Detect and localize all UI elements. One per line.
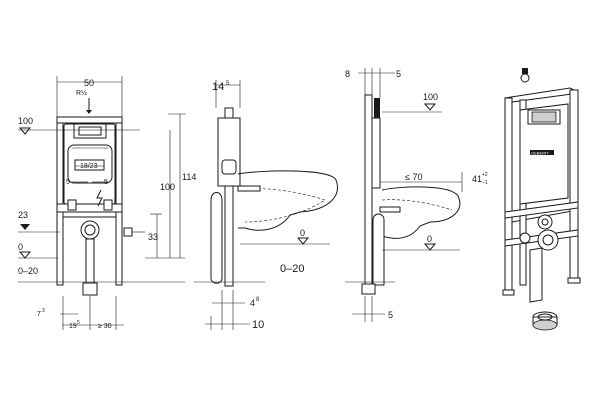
side-view: 14 5 0 0–20 4 8 10 <box>194 80 338 331</box>
frame-height-label: 100 <box>160 182 175 192</box>
depth-bottom-label: 4 <box>250 298 255 308</box>
bottom-dim-label: 5 <box>388 310 393 320</box>
offset-small-label: 7 <box>37 311 41 318</box>
top-level-2-label: 100 <box>423 92 438 102</box>
front-view: 50 R½ 18/23 5 5 <box>18 76 196 330</box>
iso-view: GEBERIT <box>502 68 581 331</box>
floor-level-label: 0 <box>18 242 23 252</box>
width-label: 50 <box>84 78 94 88</box>
stud-spacing-label: 18/23 <box>80 163 98 170</box>
dim-right-label: 5 <box>396 69 401 79</box>
dim-left-label: 8 <box>345 69 350 79</box>
side-view-2: 8 5 100 ≤ 70 41 +2 −1 0 <box>345 68 488 322</box>
total-height-label: 114 <box>182 172 196 182</box>
depth-bottom-sup: 8 <box>256 297 260 303</box>
spacing-left-label: 5 <box>66 179 70 186</box>
depth-total-label: 10 <box>252 319 264 331</box>
offset-drain-label: 19 <box>69 323 77 330</box>
max-reach-label: ≤ 70 <box>405 172 422 182</box>
inlet-level-label: 23 <box>18 210 28 220</box>
bowl-height-label: 41 <box>472 174 482 184</box>
side-floor-level-label: 0 <box>300 228 305 238</box>
brand-label: GEBERIT <box>531 151 549 156</box>
thread-label: R½ <box>76 89 87 97</box>
side2-floor-level-label: 0 <box>427 234 432 244</box>
offset-drain-sup: 5 <box>77 320 80 326</box>
offset-min-label: ≥ 30 <box>98 323 112 330</box>
bowl-tol-minus: −1 <box>482 180 488 186</box>
side-floor-range-label: 0–20 <box>280 263 304 275</box>
depth-top-sup: 5 <box>226 81 230 87</box>
offset-small-sup: 3 <box>42 308 45 314</box>
top-level-label: 100 <box>18 116 33 126</box>
spacing-right-label: 5 <box>104 179 108 186</box>
inlet-height-label: 33 <box>148 232 158 242</box>
bowl-tol-plus: +2 <box>482 172 488 178</box>
depth-top-label: 14 <box>212 81 224 93</box>
floor-range-label: 0–20 <box>18 266 38 276</box>
